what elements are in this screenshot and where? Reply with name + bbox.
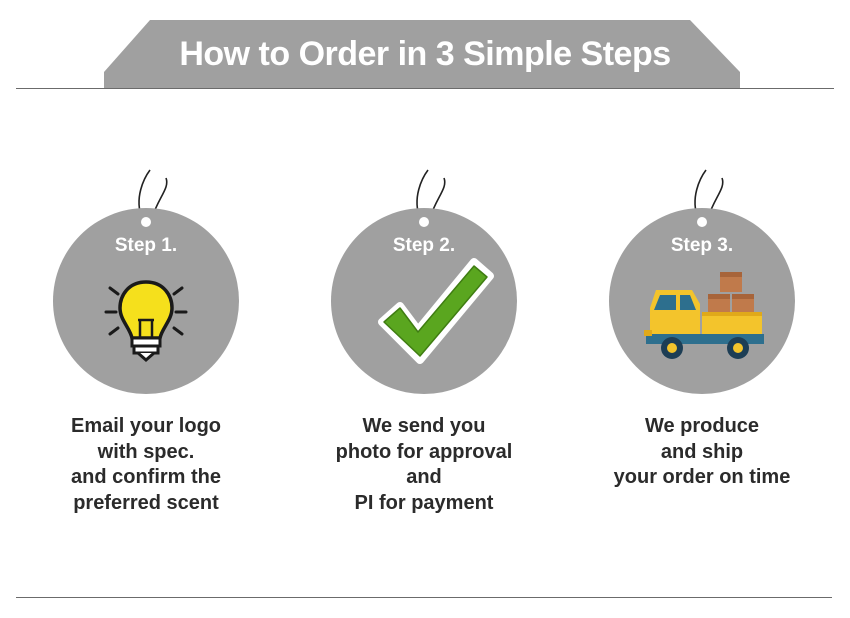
step-description-line: We send you [362, 415, 486, 437]
lightbulb-icon [104, 280, 188, 362]
bottom-divider [16, 597, 832, 598]
step-description-line: and ship [660, 440, 744, 463]
step-description-line: your order on time [613, 466, 791, 488]
step-label: Step 1. [114, 235, 178, 256]
step-2: Step 2. We send you photo for approval a… [304, 168, 544, 548]
hanging-tag [331, 169, 517, 394]
step-description: Email your logo with spec. and confirm t… [16, 414, 276, 516]
step-3: Step 3. We produce and ship your order o… [582, 168, 822, 548]
header-banner [0, 0, 850, 100]
step-description-line: We produce [644, 415, 760, 437]
page-title: How to Order in 3 Simple Steps [179, 35, 671, 73]
step-label: Step 2. [392, 235, 456, 256]
checkmark-icon [378, 258, 494, 364]
step-description: We send you photo for approval and PI fo… [294, 414, 554, 516]
step-1: Step 1. Email your logo with spec. and c… [26, 168, 266, 548]
step-description-line: and [406, 466, 442, 488]
step-label: Step 3. [670, 235, 734, 256]
step-description-line: photo for approval [335, 440, 513, 463]
banner-shape [16, 20, 834, 89]
step-description-line: with spec. [97, 440, 195, 463]
step-description-line: and confirm the [70, 466, 221, 488]
step-description: We produce and ship your order on time [572, 414, 832, 491]
step-description-line: preferred scent [73, 491, 219, 514]
step-description-line: PI for payment [354, 491, 494, 514]
delivery-truck-icon [644, 272, 764, 359]
step-description-line: Email your logo [70, 415, 222, 437]
